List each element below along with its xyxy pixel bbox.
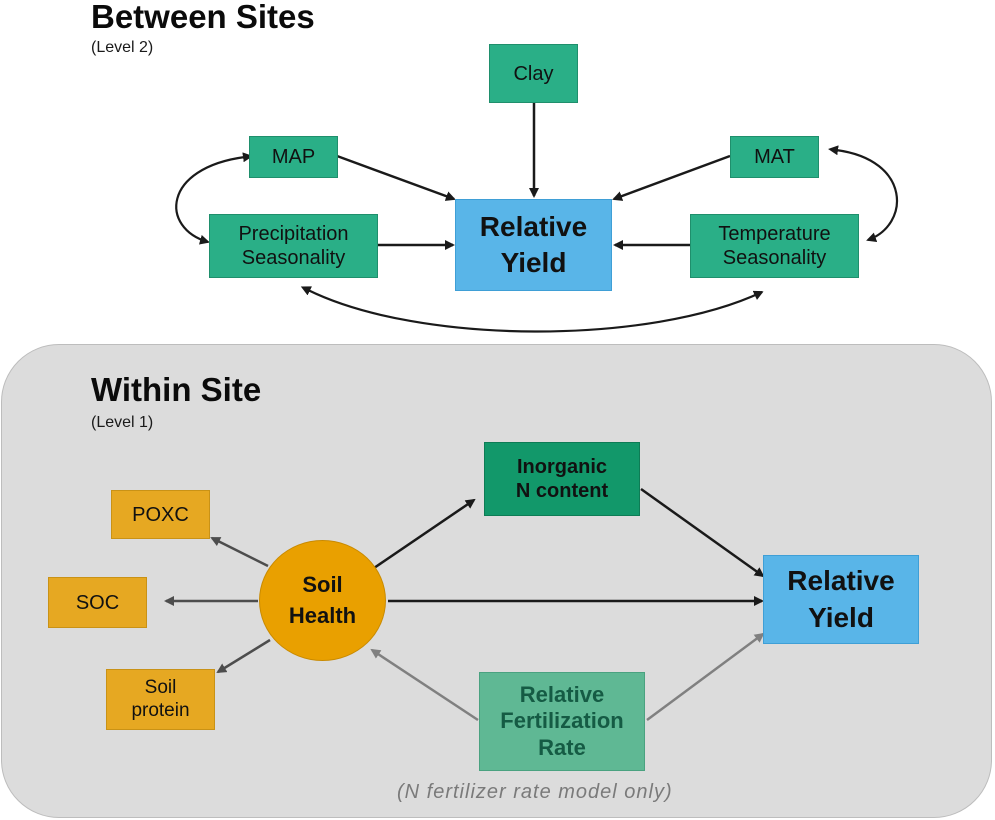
precipitation-seasonality-node: Precipitation Seasonality — [209, 214, 378, 278]
health-label-line2: Health — [288, 602, 357, 628]
arrow-map-precip-correlation — [175, 152, 253, 245]
fertilizer-model-note: (N fertilizer rate model only) — [397, 781, 673, 803]
map-node: MAP — [249, 136, 338, 178]
soc-node: SOC — [48, 577, 147, 628]
temp-label-line2: Seasonality — [722, 247, 827, 269]
temperature-seasonality-node: Temperature Seasonality — [690, 214, 859, 278]
level2-yield-label-line2: Yield — [500, 247, 567, 278]
map-label: MAP — [271, 146, 316, 168]
poxc-node: POXC — [111, 490, 210, 539]
clay-node: Clay — [489, 44, 578, 103]
fert-label-line2: Fertilization — [500, 708, 624, 734]
inorganic-label-line1: Inorganic — [516, 456, 607, 478]
arrow-health-to-protein — [216, 638, 271, 674]
within-site-subtitle: (Level 1) — [91, 414, 154, 431]
between-sites-title: Between Sites — [91, 0, 315, 35]
level2-yield-label-line1: Relative — [479, 210, 588, 242]
arrow-health-to-poxc — [210, 536, 269, 568]
within-site-title: Within Site — [91, 371, 262, 408]
health-label-line1: Soil — [302, 571, 343, 597]
precip-label-line2: Seasonality — [241, 247, 346, 269]
temp-label-line1: Temperature — [718, 223, 831, 245]
arrow-precip-temp-correlation — [300, 286, 764, 333]
soc-label: SOC — [75, 591, 120, 614]
level1-yield-label-line2: Yield — [808, 601, 874, 633]
arrow-fert-to-yield — [646, 632, 765, 722]
level2-relative-yield-node: Relative Yield — [455, 199, 612, 291]
between-sites-subtitle: (Level 2) — [91, 39, 154, 56]
arrow-mat-to-yield — [612, 154, 731, 201]
fert-label-line1: Relative — [519, 681, 605, 707]
soil-health-node: Soil Health — [259, 540, 386, 661]
arrow-inorganic-to-yield — [640, 487, 765, 578]
level1-yield-label-line1: Relative — [787, 565, 895, 597]
arrow-fert-to-health — [370, 648, 479, 722]
clay-label: Clay — [513, 62, 554, 85]
mat-node: MAT — [730, 136, 819, 178]
fert-label-line3: Rate — [538, 734, 586, 760]
arrow-health-to-inorganic — [373, 498, 476, 570]
poxc-label: POXC — [132, 503, 189, 526]
precip-label-line1: Precipitation — [238, 223, 349, 245]
relative-fertilization-rate-node: Relative Fertilization Rate — [479, 672, 645, 771]
inorganic-label-line2: N content — [515, 480, 609, 502]
inorganic-n-content-node: Inorganic N content — [484, 442, 640, 516]
level1-relative-yield-node: Relative Yield — [763, 555, 919, 644]
protein-label-line2: protein — [131, 699, 190, 721]
arrow-map-to-yield — [336, 154, 456, 201]
soil-protein-node: Soil protein — [106, 669, 215, 730]
arrow-mat-temp-correlation — [828, 145, 899, 243]
protein-label-line1: Soil — [144, 676, 177, 698]
mat-label: MAT — [754, 146, 795, 168]
